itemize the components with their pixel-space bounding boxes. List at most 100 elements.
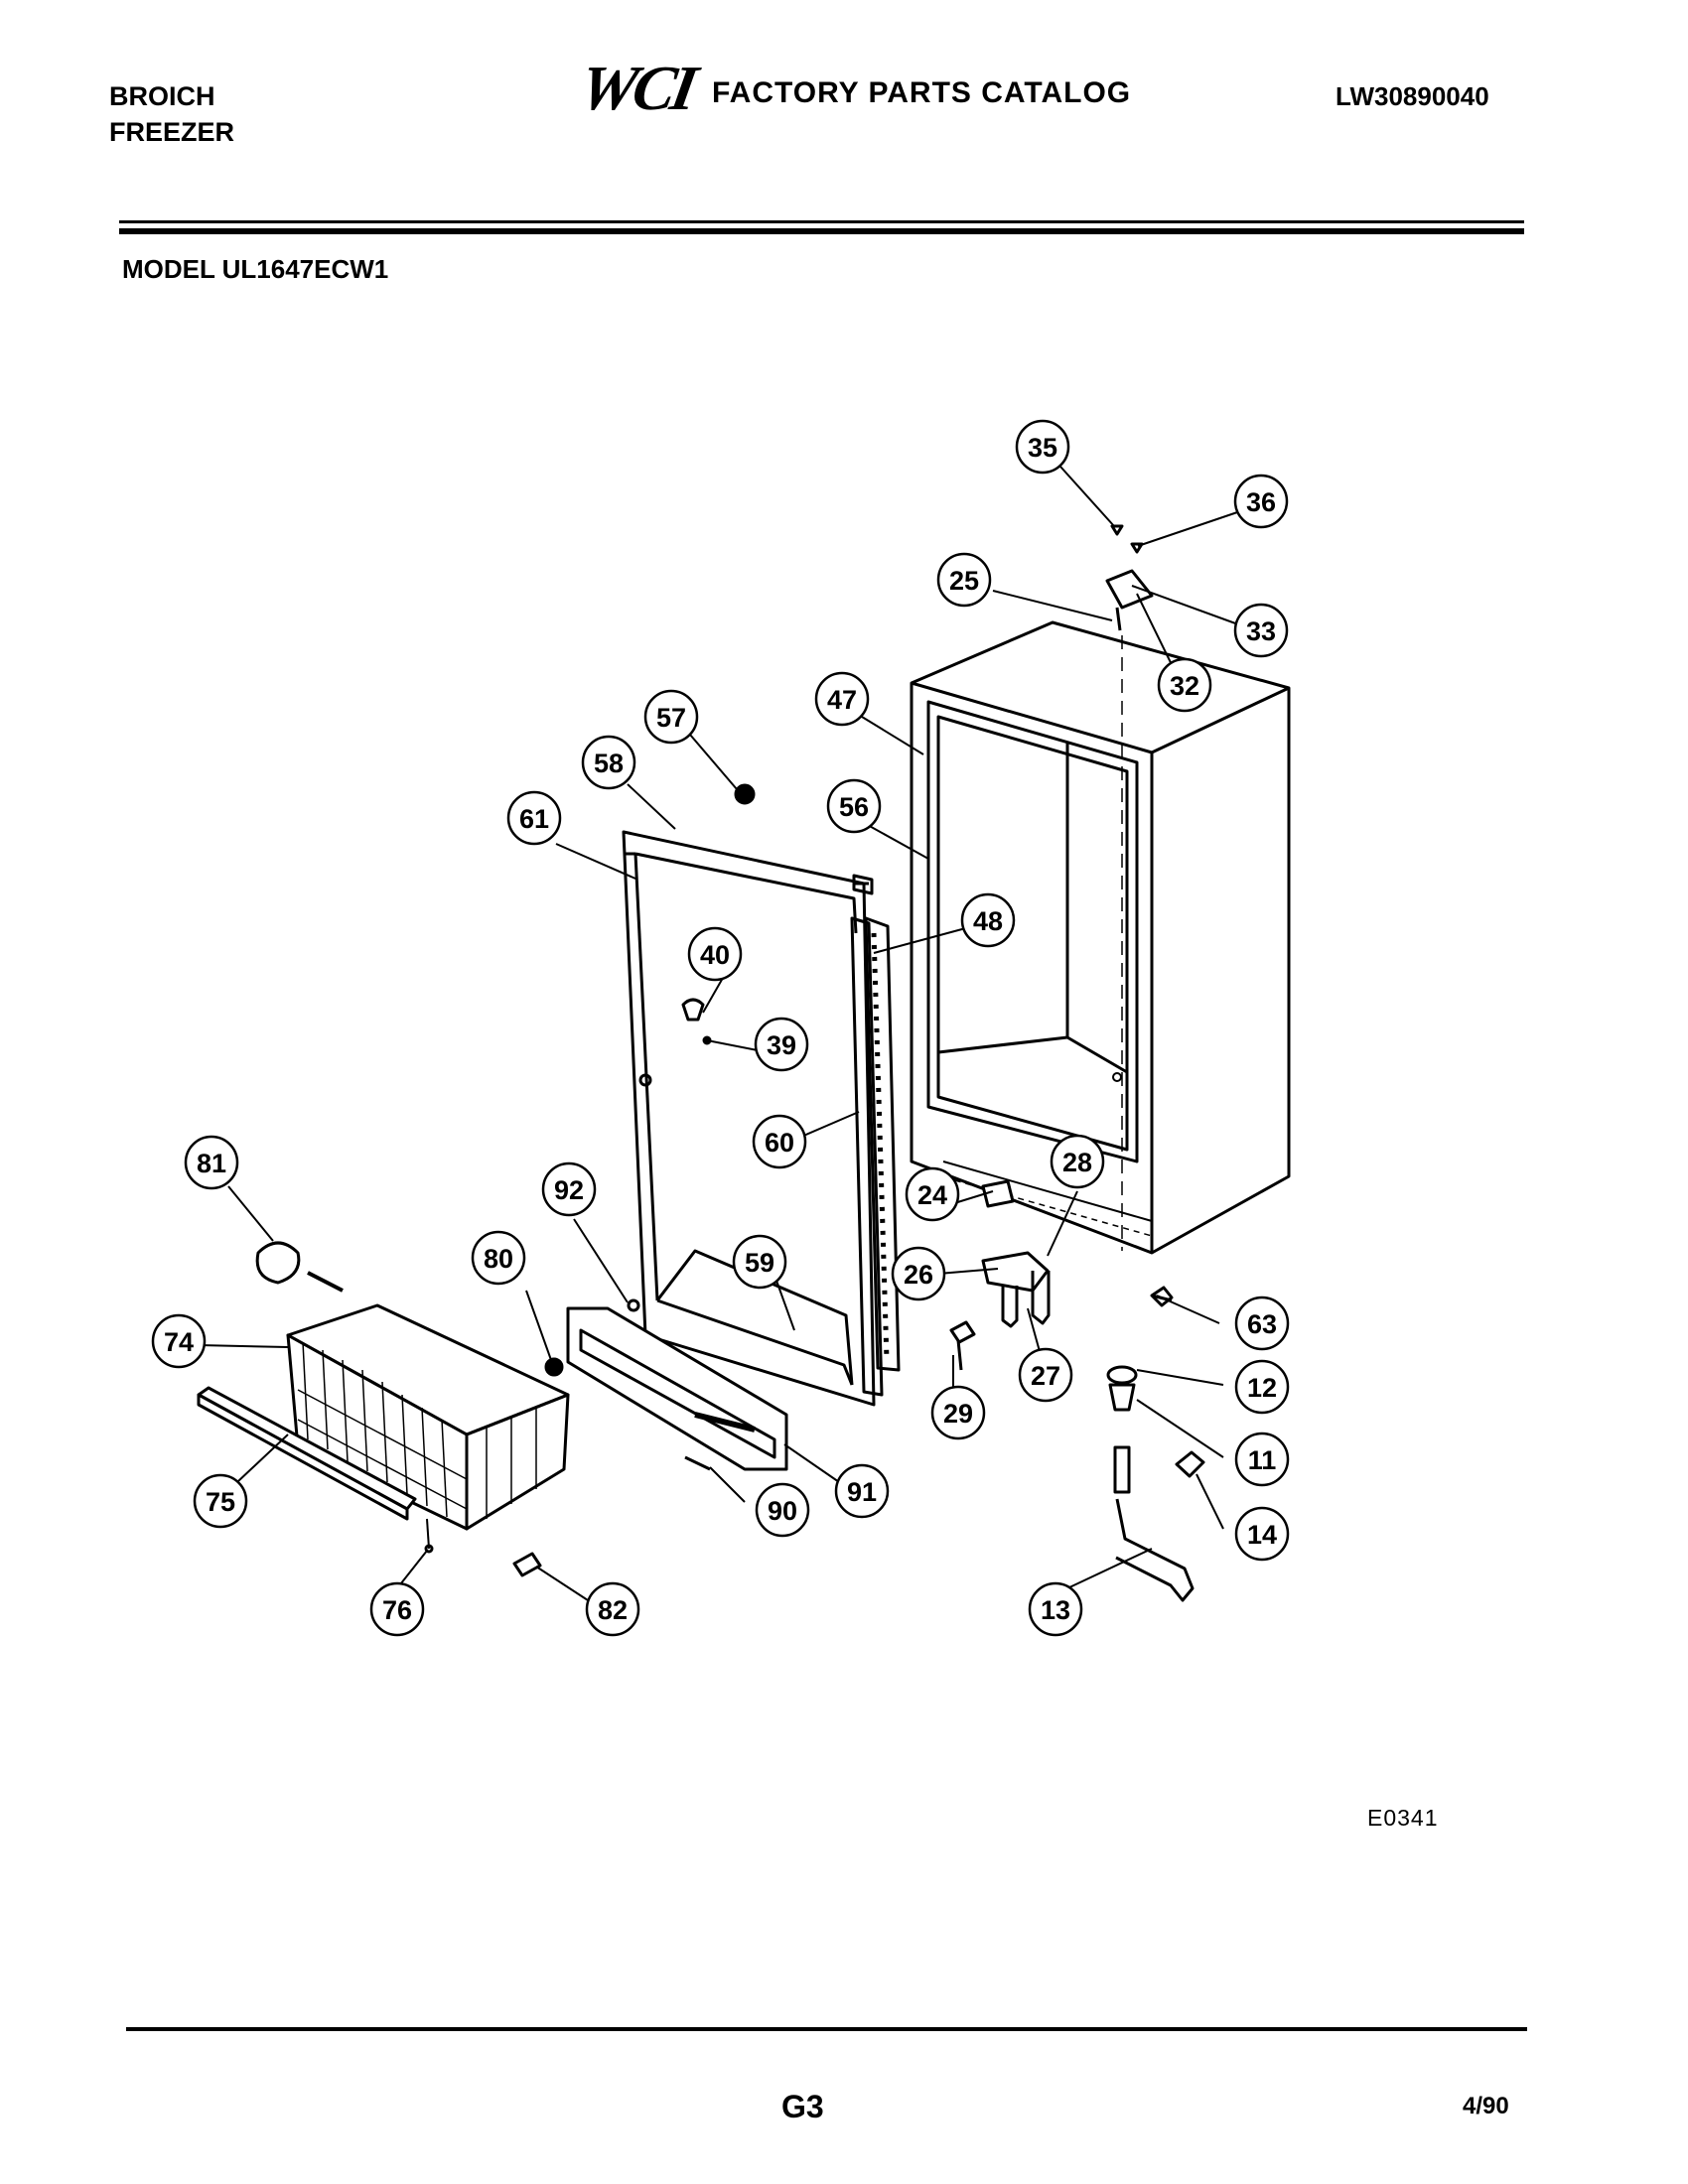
- callout-label: 24: [917, 1180, 947, 1210]
- callout-circle: [471, 1230, 526, 1286]
- callout-label: 27: [1031, 1361, 1060, 1391]
- callout-circle: [826, 778, 882, 834]
- catalog-code: LW30890040: [1336, 81, 1489, 111]
- callout-label: 61: [519, 804, 549, 834]
- callout-circle: [752, 1114, 807, 1169]
- callout-13: 13: [1028, 1581, 1083, 1637]
- callout-14: 14: [1234, 1506, 1290, 1562]
- callout-58: 58: [581, 735, 636, 790]
- callout-90: 90: [755, 1482, 810, 1538]
- callout-label: 11: [1248, 1445, 1277, 1475]
- callout-91: 91: [834, 1463, 890, 1519]
- callout-29: 29: [930, 1385, 986, 1440]
- callout-label: 25: [949, 566, 979, 596]
- callout-circle: [585, 1581, 640, 1637]
- callout-75: 75: [193, 1473, 248, 1529]
- callout-label: 59: [745, 1248, 774, 1278]
- leveling-leg-assembly: [1106, 1365, 1205, 1602]
- callout-47: 47: [814, 671, 870, 727]
- callout-label: 60: [765, 1128, 794, 1158]
- callout-92: 92: [541, 1161, 597, 1217]
- part-callouts: 35 36 25 33 32 47 57 58 56 61 48 40 39 60 81 92 24 28 80 59…: [151, 419, 1290, 1637]
- callout-circle: [930, 1385, 986, 1440]
- callout-circle: [1157, 657, 1212, 713]
- header-rule-thin: [119, 220, 1524, 223]
- callout-circle: [184, 1135, 239, 1190]
- callout-32: 32: [1157, 657, 1212, 713]
- callout-24: 24: [905, 1166, 960, 1222]
- callout-82: 82: [585, 1581, 640, 1637]
- cabinet-body: [910, 620, 1291, 1255]
- callout-label: 58: [594, 749, 624, 778]
- callout-circle: [732, 1234, 787, 1290]
- header-rule-thick: [119, 228, 1524, 234]
- callout-label: 91: [847, 1477, 877, 1507]
- callout-circle: [1050, 1134, 1105, 1189]
- leader-lines: [198, 466, 1250, 1601]
- callout-label: 56: [839, 792, 869, 822]
- callout-circle: [936, 552, 992, 608]
- brand-name: BROICH: [109, 81, 215, 111]
- callout-63: 63: [1234, 1296, 1290, 1351]
- callout-label: 33: [1246, 616, 1276, 646]
- callout-12: 12: [1234, 1359, 1290, 1415]
- callout-circle: [755, 1482, 810, 1538]
- callout-27: 27: [1018, 1347, 1073, 1403]
- page-date: 4/90: [1463, 2093, 1509, 2119]
- callout-label: 28: [1062, 1148, 1092, 1177]
- small-parts: [255, 783, 1173, 1577]
- callout-label: 29: [943, 1399, 973, 1429]
- callout-circle: [1015, 419, 1070, 475]
- callout-label: 92: [554, 1175, 584, 1205]
- callout-circle: [151, 1313, 207, 1369]
- callout-61: 61: [506, 790, 562, 846]
- callout-circle: [1028, 1581, 1083, 1637]
- callout-circle: [369, 1581, 425, 1637]
- callout-circle: [581, 735, 636, 790]
- hinge-assembly-bottom: [949, 1179, 1174, 1371]
- callout-48: 48: [960, 892, 1016, 948]
- callout-56: 56: [826, 778, 882, 834]
- callout-74: 74: [151, 1313, 207, 1369]
- callout-label: 36: [1246, 487, 1276, 517]
- callout-circle: [1234, 1506, 1290, 1562]
- callout-circle: [960, 892, 1016, 948]
- wire-basket: [286, 1303, 570, 1531]
- callout-35: 35: [1015, 419, 1070, 475]
- callout-36: 36: [1233, 474, 1289, 529]
- callout-circle: [687, 926, 743, 982]
- callout-60: 60: [752, 1114, 807, 1169]
- callout-label: 48: [973, 906, 1003, 936]
- callout-circle: [1234, 1296, 1290, 1351]
- door-handle-panel: [566, 1306, 788, 1471]
- callout-circle: [1234, 1359, 1290, 1415]
- callout-label: 40: [700, 940, 730, 970]
- drawing-code: E0341: [1367, 1805, 1439, 1831]
- callout-label: 75: [206, 1487, 235, 1517]
- callout-label: 80: [484, 1244, 513, 1274]
- footer-rule: [126, 2027, 1527, 2031]
- callout-59: 59: [732, 1234, 787, 1290]
- model-label: MODEL UL1647ECW1: [122, 254, 389, 284]
- callout-label: 26: [904, 1260, 933, 1290]
- page-number: G3: [781, 2089, 824, 2124]
- callout-circle: [814, 671, 870, 727]
- callout-label: 39: [767, 1030, 796, 1060]
- callout-25: 25: [936, 552, 992, 608]
- callout-label: 12: [1247, 1373, 1277, 1403]
- callout-label: 57: [656, 703, 686, 733]
- hinge-assembly-top: [1105, 524, 1154, 1251]
- callout-circle: [193, 1473, 248, 1529]
- callout-label: 90: [768, 1496, 797, 1526]
- basket-front-trim: [197, 1386, 417, 1521]
- freezer-door: [622, 830, 901, 1407]
- callout-81: 81: [184, 1135, 239, 1190]
- product-type: FREEZER: [109, 117, 235, 147]
- callout-57: 57: [643, 689, 699, 745]
- callout-label: 32: [1170, 671, 1199, 701]
- callout-11: 11: [1234, 1432, 1290, 1487]
- callout-circle: [754, 1017, 809, 1072]
- callout-80: 80: [471, 1230, 526, 1286]
- callout-label: 63: [1247, 1309, 1277, 1339]
